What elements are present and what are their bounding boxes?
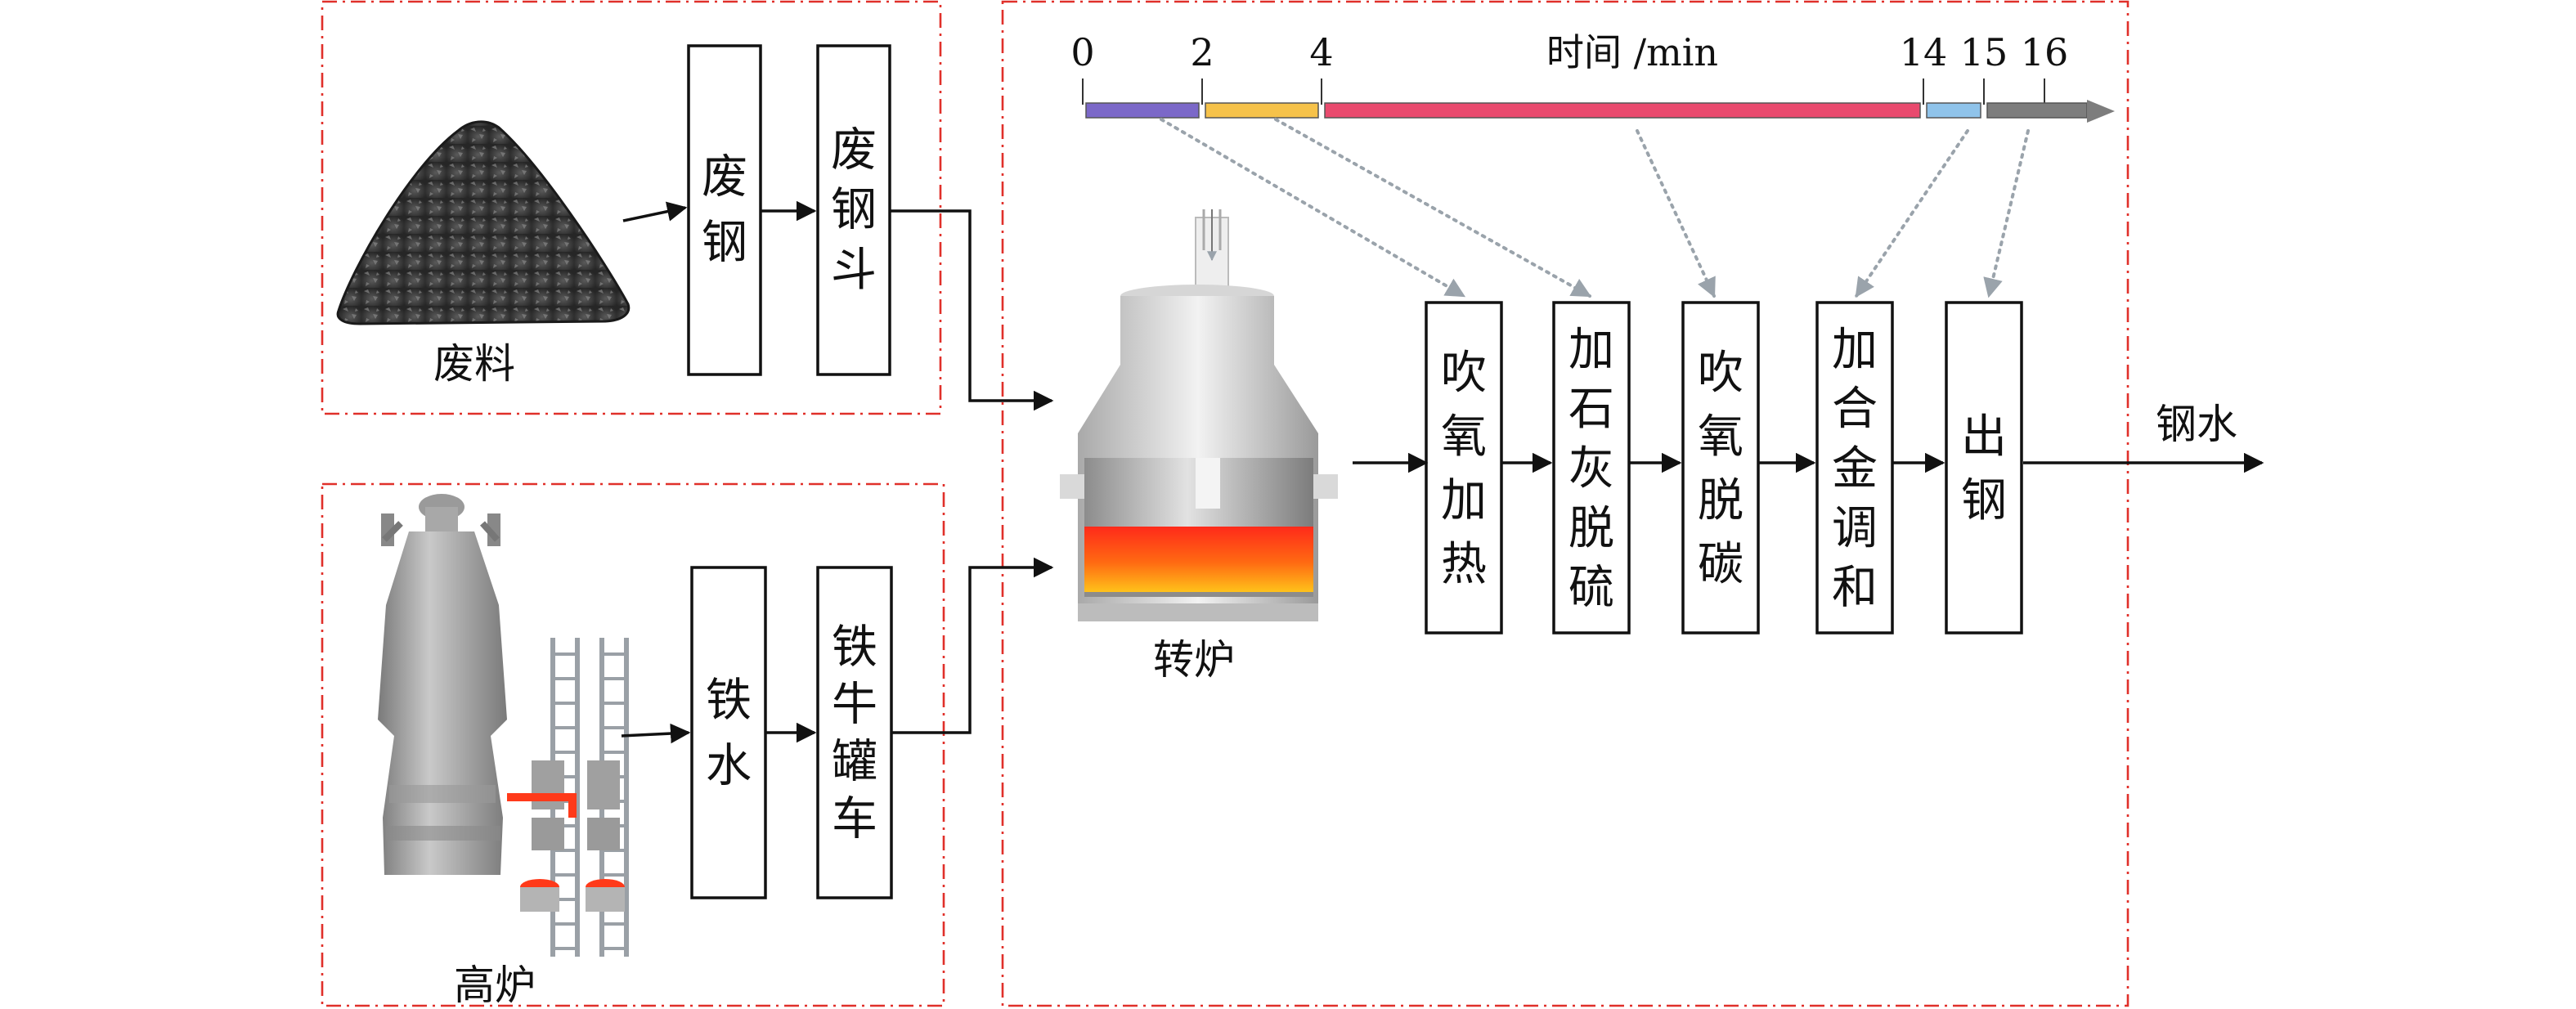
converter-icon [1060, 209, 1338, 621]
timeline-segments [1085, 102, 2088, 119]
molten-steel-label: 钢水 [2156, 401, 2237, 448]
scrap-steel-box-label: 废钢 [702, 151, 747, 270]
converter-region-frame [1001, 0, 2129, 1007]
box-char: 废 [831, 123, 877, 177]
process-step-char: 加 [1441, 474, 1487, 527]
timeline: 时间 /min 0 2 4 14 15 16 [1070, 30, 2115, 123]
scrap-pile-label: 废料 [433, 340, 515, 388]
box-char: 牛 [832, 679, 877, 732]
box-char: 钢 [831, 184, 877, 237]
box-char: 斗 [831, 244, 877, 297]
iron-region-frame [321, 482, 945, 1007]
box-char: 钢 [702, 217, 747, 270]
map-arrow-alloy [1855, 129, 1969, 298]
process-step-char: 硫 [1568, 562, 1614, 615]
torpedo-car-box [816, 566, 893, 899]
process-step-char: 金 [1832, 442, 1878, 496]
timeline-segment [1205, 102, 1319, 119]
scrap-bucket-box [816, 44, 891, 376]
map-arrow-tapping [1983, 129, 2030, 298]
arrow-furnace-to-iron [621, 723, 691, 744]
timeline-arrow-head [2087, 100, 2115, 123]
map-arrow-desulfurize [1274, 118, 1592, 298]
arrow-torpedo-to-converter [891, 557, 1054, 734]
timeline-tick: 0 [1070, 30, 1094, 74]
timeline-segment [1926, 102, 1981, 119]
scrap-pile-icon [336, 120, 631, 325]
process-step-char: 吹 [1698, 347, 1744, 400]
process-step-char: 合 [1832, 383, 1878, 436]
process-step-char: 氧 [1441, 410, 1487, 464]
process-step-char: 钢 [1961, 474, 2007, 527]
timeline-segment [1986, 102, 2088, 119]
scrap-steel-box [687, 44, 762, 376]
scrap-region-frame [321, 0, 942, 415]
box-char: 水 [706, 740, 752, 793]
timeline-tick: 4 [1309, 30, 1333, 74]
blast-furnace-icon [378, 494, 629, 957]
process-step-char: 脱 [1698, 474, 1744, 527]
process-step-box [1815, 301, 1894, 635]
box-char: 铁 [706, 675, 752, 728]
map-arrow-decarburize [1636, 129, 1716, 298]
process-step-char: 脱 [1568, 502, 1614, 555]
timeline-tick: 14 [1900, 30, 1948, 74]
timeline-tick: 15 [1960, 30, 2008, 74]
blast-furnace-label: 高炉 [454, 962, 536, 1009]
box-char: 罐 [832, 736, 877, 789]
process-step-char: 加 [1568, 323, 1614, 376]
molten-iron-box [690, 566, 767, 899]
scrap-bucket-box-label: 废钢斗 [831, 123, 877, 297]
process-step-char: 吹 [1441, 347, 1487, 400]
timeline-segment [1085, 102, 1200, 119]
process-step-box [1681, 301, 1760, 635]
process-step-char: 热 [1441, 538, 1487, 591]
process-step-box [1945, 301, 2023, 635]
process-step-char: 出 [1961, 410, 2007, 464]
process-step-char: 灰 [1568, 442, 1614, 496]
process-step-char: 石 [1568, 383, 1614, 436]
process-step-box [1552, 301, 1631, 635]
process-step-char: 调 [1832, 502, 1878, 555]
process-step-char: 氧 [1698, 410, 1744, 464]
box-char: 车 [832, 793, 877, 846]
timeline-tick: 2 [1190, 30, 1214, 74]
process-step-char: 和 [1832, 562, 1878, 615]
timeline-segment [1324, 102, 1921, 119]
converter-label: 转炉 [1153, 636, 1235, 684]
timeline-mapping-arrows [1160, 118, 2030, 298]
box-char: 铁 [832, 621, 877, 675]
arrow-bucket-to-converter [890, 209, 1054, 411]
box-char: 废 [702, 151, 747, 204]
molten-iron-box-label: 铁水 [706, 675, 752, 793]
arrow-pile-to-scrap [622, 201, 688, 222]
timeline-ticks: 0 2 4 14 15 16 [1070, 30, 2068, 105]
process-step-char: 碳 [1698, 538, 1744, 591]
timeline-axis-label: 时间 /min [1546, 30, 1718, 74]
map-arrow-heating [1160, 118, 1466, 298]
timeline-tick: 16 [2021, 30, 2069, 74]
process-step-char: 加 [1832, 323, 1878, 376]
